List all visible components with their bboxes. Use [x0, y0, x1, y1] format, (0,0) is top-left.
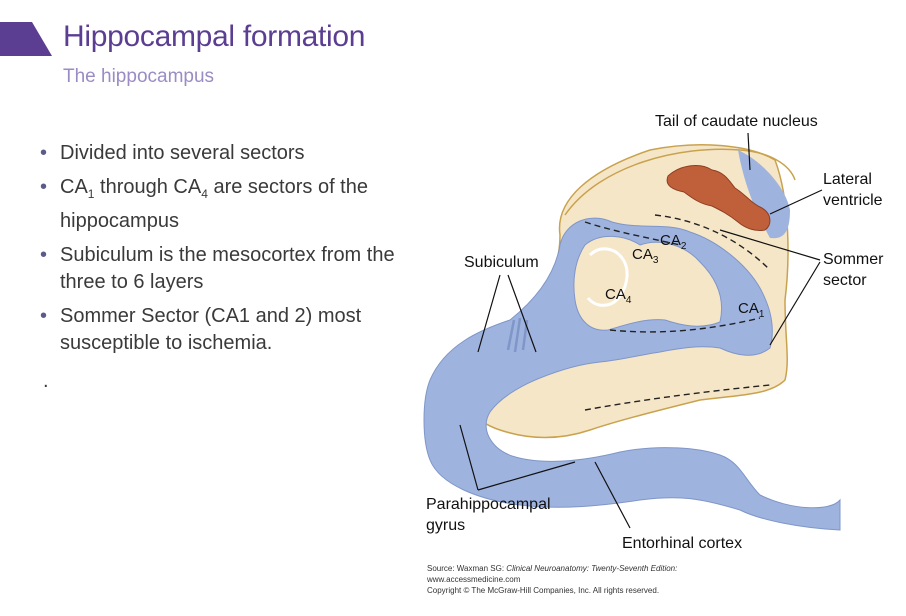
label-lateral-ventricle-2: ventricle [823, 192, 883, 209]
label-parahippocampal: Parahippocampal [426, 496, 551, 513]
bullet-item: CA1 through CA4 are sectors of the hippo… [38, 174, 398, 235]
label-sommer-sector-2: sector [823, 272, 867, 289]
label-ca3: CA3 [632, 246, 659, 266]
bullet-list: Divided into several sectors CA1 through… [38, 140, 398, 364]
slide-title: Hippocampal formation [63, 20, 366, 53]
label-tail-caudate: Tail of caudate nucleus [655, 113, 818, 130]
hippocampus-diagram: Tail of caudate nucleus Lateral ventricl… [400, 100, 906, 570]
bullet-item: Subiculum is the mesocortex from the thr… [38, 242, 398, 296]
bullet-item: Divided into several sectors [38, 140, 398, 167]
label-entorhinal-cortex: Entorhinal cortex [622, 535, 743, 552]
gray-matter [423, 217, 841, 531]
label-ca4: CA4 [605, 286, 632, 306]
label-parahippocampal-2: gyrus [426, 517, 466, 534]
figure-source: Source: Waxman SG: Clinical Neuroanatomy… [427, 564, 678, 595]
label-ca2: CA2 [660, 232, 687, 252]
caudate-nucleus [666, 164, 771, 231]
leader-lines [459, 132, 823, 529]
hippocampus-illustration [423, 132, 841, 531]
bullet-item: Sommer Sector (CA1 and 2) most susceptib… [38, 303, 398, 357]
slide-subtitle: The hippocampus [63, 66, 215, 87]
lateral-ventricle [738, 150, 790, 239]
hippocampal-fold [573, 235, 723, 331]
label-lateral-ventricle: Lateral [823, 171, 872, 188]
title-accent-shape [0, 22, 52, 56]
label-subiculum: Subiculum [464, 254, 539, 271]
label-sommer-sector: Sommer [823, 251, 884, 268]
stray-mark: . [43, 370, 49, 392]
label-ca1: CA1 [738, 300, 765, 320]
